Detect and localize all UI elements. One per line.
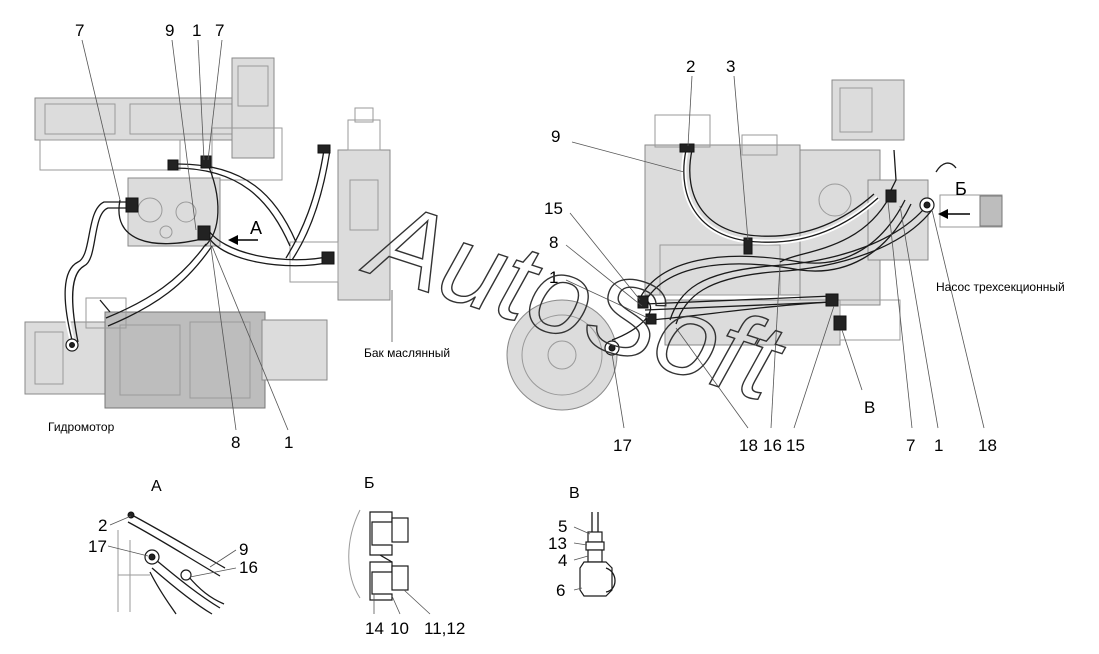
callout-18-right-b: 18 — [978, 436, 997, 455]
callout-3-right: 3 — [726, 57, 735, 76]
callout-16-right: 16 — [763, 436, 782, 455]
detail-a-callout-9: 9 — [239, 540, 248, 559]
callout-1-right-b: 1 — [934, 436, 943, 455]
callout-7-left-a: 7 — [75, 21, 84, 40]
detail-a-callout-17: 17 — [88, 537, 107, 556]
detail-a-callout-2: 2 — [98, 516, 107, 535]
detail-v-drawing — [573, 512, 616, 597]
callout-7-left-b: 7 — [215, 21, 224, 40]
callout-18-right-a: 18 — [739, 436, 758, 455]
left-view-hoses — [62, 144, 335, 352]
detail-v-callout-5: 5 — [558, 517, 567, 536]
view-arrow-a — [228, 235, 258, 245]
detail-v-callout-4: 4 — [558, 551, 567, 570]
callout-1-left-a: 1 — [192, 21, 201, 40]
callout-7-right: 7 — [906, 436, 915, 455]
callout-15-right-a: 15 — [544, 199, 563, 218]
detail-v-callout-6: 6 — [556, 581, 565, 600]
callout-8-left: 8 — [231, 433, 240, 452]
callout-1-left-b: 1 — [284, 433, 293, 452]
callout-8-right: 8 — [549, 233, 558, 252]
callout-2-right: 2 — [686, 57, 695, 76]
view-marker-b: Б — [955, 179, 967, 199]
left-leader-lines — [81, 39, 393, 431]
label-gidromotor: Гидромотор — [48, 420, 115, 434]
label-bak-maslyanny: Бак маслянный — [364, 346, 450, 360]
callout-17-right: 17 — [613, 436, 632, 455]
callout-15-right-b: 15 — [786, 436, 805, 455]
right-leader-lines — [565, 75, 985, 429]
callout-1-right-a: 1 — [549, 268, 558, 287]
detail-a-drawing — [107, 511, 237, 615]
callout-9-left: 9 — [165, 21, 174, 40]
detail-v-title: В — [569, 485, 580, 502]
right-view-hoses — [604, 143, 957, 356]
detail-b-callout-11-12: 11,12 — [424, 619, 465, 638]
detail-b-title: Б — [364, 475, 375, 492]
callout-9-right: 9 — [551, 127, 560, 146]
detail-a-title: А — [151, 478, 162, 495]
detail-a-callout-16: 16 — [239, 558, 258, 577]
callout-v-right: В — [864, 398, 875, 417]
detail-b-drawing — [348, 509, 431, 615]
view-marker-a: А — [250, 218, 262, 238]
detail-v-callout-13: 13 — [548, 534, 567, 553]
detail-b-callout-10: 10 — [390, 619, 409, 638]
detail-b-callout-14: 14 — [365, 619, 384, 638]
label-nasos-trekhsektsionny: Насос трехсекционный — [936, 280, 1065, 294]
view-arrow-b — [938, 209, 970, 219]
